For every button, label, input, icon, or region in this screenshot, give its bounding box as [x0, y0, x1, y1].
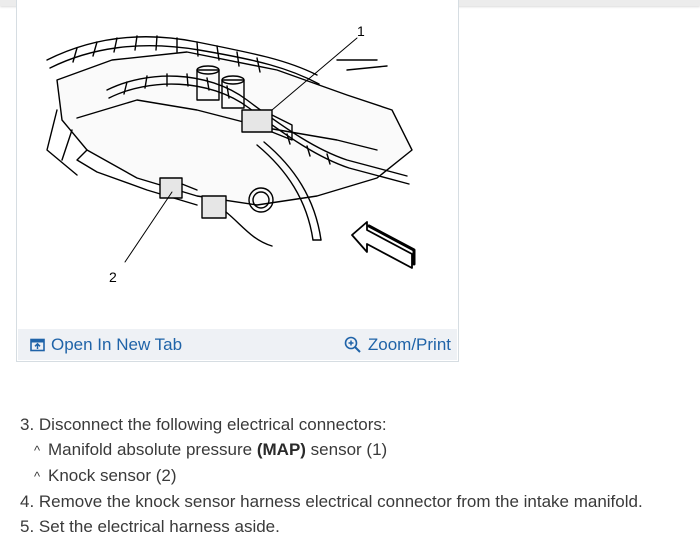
zoom-print-link[interactable]: Zoom/Print: [344, 335, 451, 355]
sub1-text-post: sensor (1): [305, 440, 388, 459]
callout-1: 1: [357, 23, 365, 39]
zoom-in-icon: [344, 336, 361, 353]
sub2-text: Knock sensor (2): [48, 466, 177, 485]
callout-2: 2: [109, 269, 117, 285]
step-5: 5. Set the electrical harness aside.: [20, 517, 280, 536]
step-3: 3. Disconnect the following electrical c…: [20, 415, 387, 434]
figure-footer: Open In New Tab Zoom/Print: [18, 329, 457, 360]
zoom-print-label: Zoom/Print: [367, 334, 451, 354]
step-3-sub-1: ^ Manifold absolute pressure (MAP) sensor…: [20, 437, 643, 463]
sub1-text-bold: (MAP): [256, 440, 306, 459]
caret-icon: ^: [34, 443, 41, 458]
sub1-text-pre: Manifold absolute pressure: [48, 440, 257, 459]
open-in-new-tab-link[interactable]: Open In New Tab: [30, 335, 182, 355]
step-3-sub-2: ^ Knock sensor (2): [20, 463, 643, 489]
instruction-steps: 3. Disconnect the following electrical c…: [20, 412, 643, 539]
engine-harness-diagram: 1 2: [46, 23, 416, 285]
caret-icon: ^: [34, 469, 41, 484]
open-in-new-tab-label: Open In New Tab: [51, 334, 183, 354]
figure-card: 1 2 Open In New Tab Zoom/Print: [16, 0, 459, 362]
step-4: 4. Remove the knock sensor harness elect…: [20, 492, 643, 511]
open-tab-icon: [30, 338, 45, 351]
